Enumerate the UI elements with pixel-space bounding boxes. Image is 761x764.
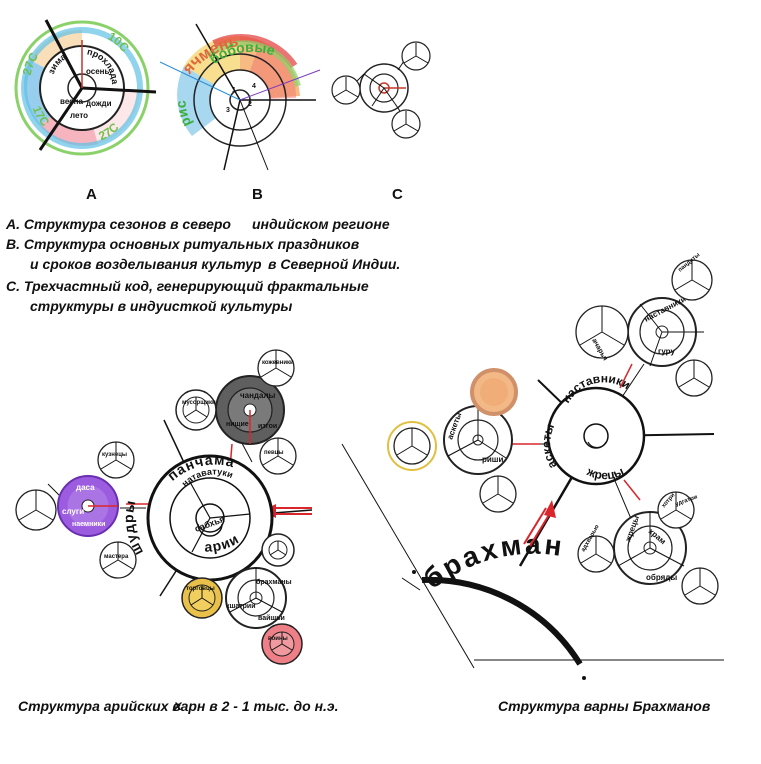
num-4: 4 bbox=[252, 83, 256, 90]
purple-label-1: даса bbox=[76, 483, 95, 492]
brahman-center-bottom: жрецы bbox=[584, 464, 626, 482]
figure-b-letter: B bbox=[252, 186, 263, 203]
season-label-d: лето bbox=[70, 111, 88, 120]
brahman-varna-diagram: брахман наставники жрецы аскеты аскеты bbox=[341, 252, 724, 680]
figure-b-festivals: ячмень бобовые рис 1 2 3 4 bbox=[159, 23, 321, 171]
yellow-label: торговцы bbox=[186, 586, 215, 592]
crop-label-3: рис bbox=[172, 100, 194, 130]
left-small-label-1: кузнецы bbox=[102, 452, 127, 458]
aryan-caption-overlay: х bbox=[174, 697, 182, 713]
figure-a-seasons: зима прохлада 10C 27C 27C 17C весна лето… bbox=[14, 19, 157, 156]
num-2: 2 bbox=[248, 101, 252, 108]
season-label-e: дожди bbox=[86, 99, 112, 108]
legend-b-line-3: в Северной Индии. bbox=[268, 256, 401, 272]
br-label-3: обряды bbox=[646, 573, 677, 582]
dark-label-3: изгои bbox=[258, 423, 277, 430]
legend-a-line-2: индийском регионе bbox=[252, 216, 390, 232]
right-circle-label-2: кшатрии bbox=[226, 603, 256, 610]
aryan-caption: Структура арийских варн в 2 - 1 тыс. до … bbox=[18, 698, 339, 714]
brahman-title: брахман bbox=[418, 529, 564, 595]
dark-label-2: нищие bbox=[226, 421, 249, 428]
left-small-label-2: мастера bbox=[104, 554, 129, 560]
purple-label-2: слуги bbox=[62, 507, 84, 516]
top-small-label-1: мусорщики bbox=[182, 400, 216, 406]
num-3: 3 bbox=[226, 107, 230, 114]
pink-label: воины bbox=[268, 636, 288, 642]
top-small-label-3: певцы bbox=[264, 450, 283, 456]
legend-a-line-1: A. Структура сезонов в северо bbox=[6, 216, 231, 232]
figure-c-letter: C bbox=[392, 186, 403, 203]
aryan-caption-suffix: их варн в 2 - 1 тыс. до н.э. bbox=[152, 698, 339, 714]
legend-b-line-2: и сроков возделывания культур bbox=[30, 256, 262, 272]
purple-label-3: наемники bbox=[72, 521, 105, 528]
aryan-caption-main: Структура арийск bbox=[18, 698, 153, 714]
right-circle-label-3: вайшьи bbox=[258, 614, 285, 622]
tr-label-2: гуру bbox=[658, 347, 675, 356]
brahman-caption: Структура варны Брахманов bbox=[498, 698, 711, 714]
dark-label-1: чандалы bbox=[240, 391, 276, 400]
svg-text:жрецы: жрецы bbox=[584, 464, 626, 482]
figure-a-letter: A bbox=[86, 186, 97, 203]
season-label-f: осень bbox=[86, 67, 110, 76]
top-small-label-2: кожевники bbox=[262, 360, 294, 366]
season-label-c: весна bbox=[60, 97, 83, 106]
svg-text:рис: рис bbox=[172, 100, 194, 130]
red-arrow-up bbox=[523, 500, 556, 547]
legend-c-line-1: C. Трехчастный код, генерирующий фрактал… bbox=[6, 278, 369, 294]
right-circle-label-1: брахманы bbox=[256, 578, 292, 586]
aryan-varna-diagram: панчама натаватуки шудры арии сабхья дас… bbox=[15, 349, 313, 665]
figure-c-fractal bbox=[331, 41, 431, 139]
svg-text:брахман: брахман bbox=[418, 529, 567, 595]
num-1: 1 bbox=[232, 87, 236, 94]
legend-b-line-1: B. Структура основных ритуальных праздни… bbox=[6, 236, 360, 252]
left-circle-label-2: риши bbox=[482, 455, 503, 464]
legend-c-line-2: структуры в индуисткой культуры bbox=[30, 298, 293, 314]
